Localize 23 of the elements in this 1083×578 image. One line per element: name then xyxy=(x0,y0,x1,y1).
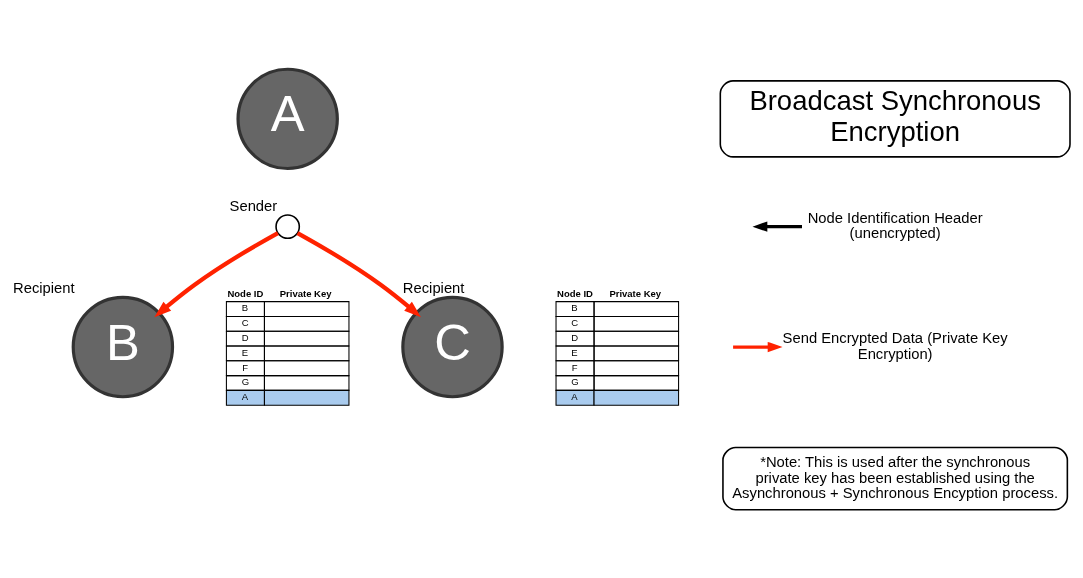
label: A xyxy=(241,390,249,402)
label: Private Key xyxy=(609,287,662,299)
label: F xyxy=(571,361,578,373)
label: Private Key xyxy=(279,287,332,299)
label: G xyxy=(571,375,579,387)
label: F xyxy=(242,361,249,373)
legend-label: Node Identification Header (unencrypted) xyxy=(807,209,983,241)
label: E xyxy=(571,346,578,358)
label: Node ID xyxy=(557,287,593,299)
node-label: Sender xyxy=(229,197,278,214)
label: C xyxy=(241,316,249,328)
node-label: Recipient xyxy=(13,279,75,296)
legend-label: Send Encrypted Data (Private Key Encryption) xyxy=(782,329,1008,362)
label: D xyxy=(241,331,249,343)
label: B xyxy=(571,301,578,313)
label: C xyxy=(571,316,579,328)
label: G xyxy=(241,375,250,387)
node-label: Recipient xyxy=(402,279,465,296)
label: E xyxy=(241,346,249,358)
label: A xyxy=(571,390,578,402)
label: B xyxy=(241,301,249,313)
label: Node ID xyxy=(227,287,264,299)
label: D xyxy=(571,331,579,343)
